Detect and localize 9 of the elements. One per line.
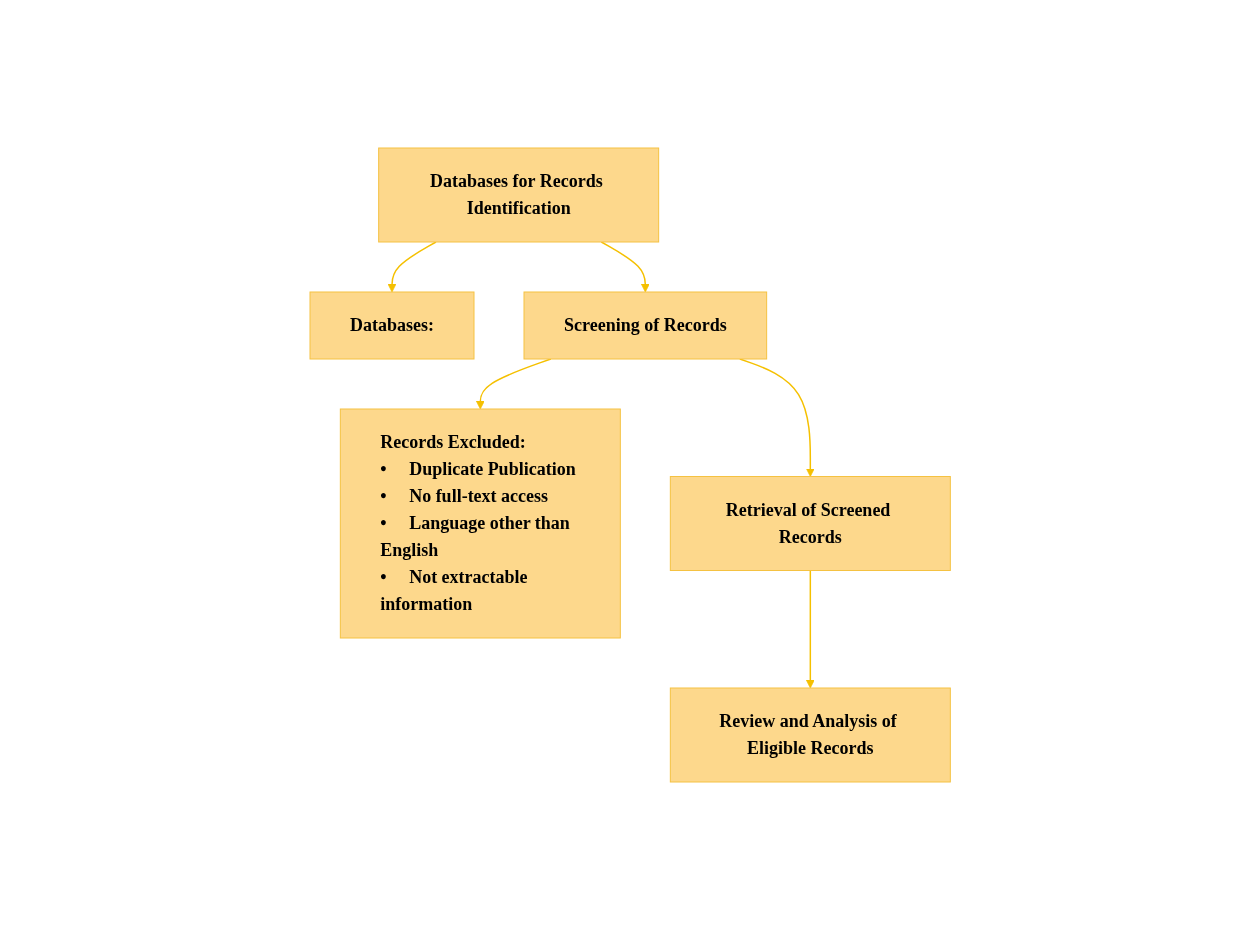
node-box: Screening of Records xyxy=(523,291,767,360)
node-box: Databases for Records Identification xyxy=(378,147,659,243)
arrow xyxy=(387,241,437,293)
arrow xyxy=(805,569,815,689)
node-box: Retrieval of Screened Records xyxy=(669,476,951,571)
node-box: Records Excluded: • Duplicate Publication • No full-text access • Language other than English • Not extractable information xyxy=(339,408,621,639)
arrow xyxy=(600,241,650,293)
node-box: Databases: xyxy=(309,291,475,360)
node-box: Review and Analysis of Eligible Records xyxy=(669,687,951,783)
